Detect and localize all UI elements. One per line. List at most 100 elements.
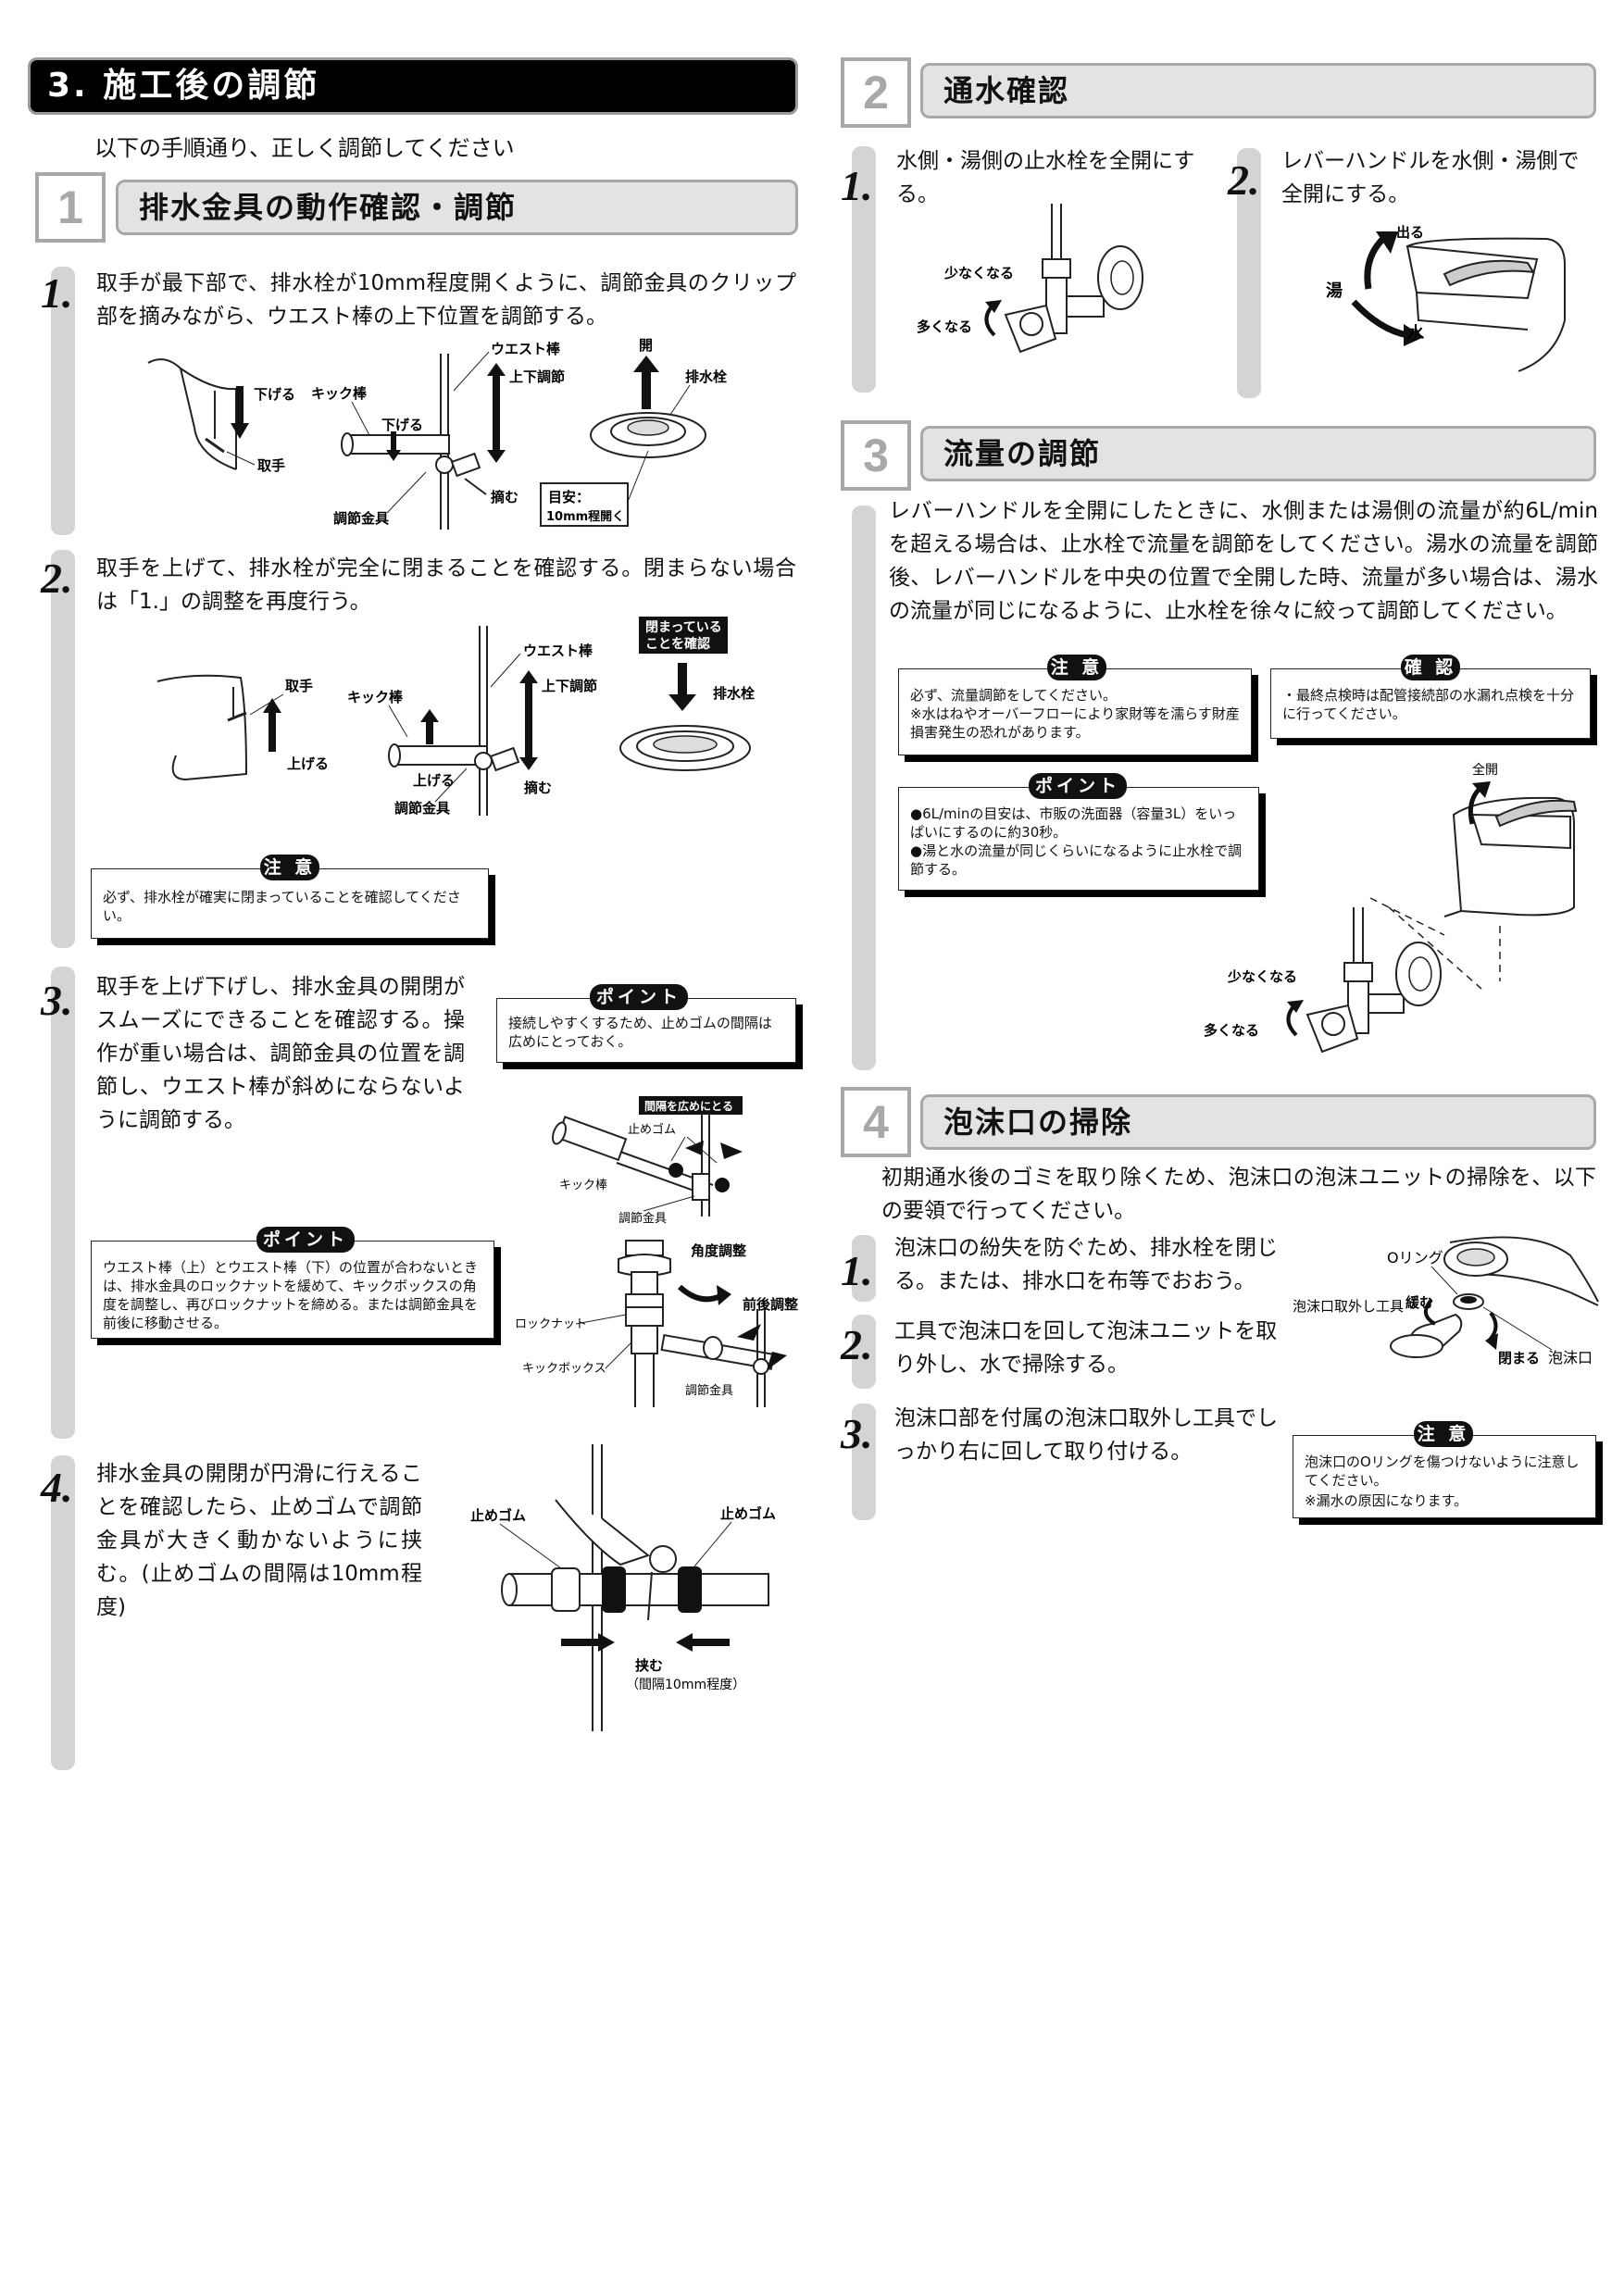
label-tighten: 閉まる: [1498, 1350, 1540, 1366]
caution-text: 必ず、排水栓が確実に閉まっていることを確認してください。: [103, 889, 461, 924]
caution-text: 泡沫口のOリングを傷つけないように注意してください。: [1305, 1454, 1580, 1489]
point-box: ポイント ●6L/minの目安は、市販の洗面器（容量3L）をいっぱいにするのに約…: [898, 773, 1259, 891]
step-bar: [51, 967, 75, 1439]
lower-arrow-1: [236, 386, 244, 423]
kickbox-diagram: 角度調整 前後調整 ロックナット キックボックス 調節金具: [515, 1240, 798, 1407]
label-handle: 取手: [285, 678, 313, 694]
label-less: 少なくなる: [943, 265, 1014, 281]
section-2-number: 2: [841, 57, 911, 128]
label-updown: 上下調節: [509, 368, 565, 385]
point-item-1: ●6L/minの目安は、市販の洗面器（容量3L）をいっぱいにするのに約30秒。: [910, 805, 1237, 841]
page-title: 3. 施工後の調節: [28, 57, 798, 115]
step-bar: [852, 1315, 876, 1389]
label-adjuster: 調節金具: [394, 800, 450, 817]
label-adjuster-2: 調節金具: [685, 1383, 733, 1398]
section-3-number: 3: [841, 420, 911, 491]
step-bar: [51, 1455, 75, 1770]
stop-valve-diagram: 少なくなる 多くなる: [917, 204, 1143, 354]
drain-adjust-diagram-2: 取手 上げる ウエスト棒 上下調節 キック棒 上げる 摘む 調節金具 閉まってい…: [156, 617, 755, 817]
drain-adjust-diagram-1: 下げる 取手 ウエスト棒 上下調節 キック棒 下げる 摘む 調節金具 開 排水栓…: [147, 337, 727, 530]
step-number: 3.: [41, 977, 73, 1024]
confirm-box: 確 認 ・最終点検時は配管接続部の水漏れ点検を十分に行ってください。: [1270, 655, 1591, 739]
lever-handle-diagram: 出る 湯 水: [1326, 224, 1566, 372]
caution-line-2: ※水はねやオーバーフローにより家財等を濡らす財産損害発生の恐れがあります。: [910, 705, 1240, 741]
step-1-1-text: 取手が最下部で、排水栓が10mm程度開くように、調節金具のクリップ部を摘みながら…: [96, 271, 796, 329]
caution-box: 注 意 必ず、排水栓が確実に閉まっていることを確認してください。: [91, 855, 489, 939]
caution-box: 注 意 必ず、流量調節をしてください。 ※水はねやオーバーフローにより家財等を濡…: [898, 655, 1252, 755]
label-raise: 上げる: [287, 755, 329, 772]
label-full-open: 全開: [1472, 762, 1498, 778]
step-number: 1.: [41, 269, 73, 317]
point-text: 接続しやすくするため、止めゴムの間隔は広めにとっておく。: [508, 1015, 772, 1050]
label-guide: 目安：: [548, 489, 590, 505]
stopper-diagram: 間隔を広めにとる 止めゴム キック棒 調節金具: [552, 1096, 743, 1226]
caution-line-1: 必ず、流量調節をしてください。: [910, 687, 1118, 704]
step-4-3-text: 泡沫口部を付属の泡沫口取外し工具でしっかり右に回して取り付ける。: [894, 1406, 1278, 1464]
step-1-4-text: 排水金具の開閉が円滑に行えることを確認したら、止めゴムで調節金具が大きく動かない…: [96, 1462, 422, 1619]
section-3-title: 流量の調節: [920, 426, 1596, 481]
step-bar: [51, 267, 75, 535]
label-clamp: 挟む: [635, 1657, 663, 1674]
step-bar: [1237, 148, 1261, 398]
stopper-clamp-diagram: 止めゴム 止めゴム 挟む （間隔10mm程度）: [470, 1444, 776, 1731]
step-2-2-text: レバーハンドルを水側・湯側で全開にする。: [1281, 149, 1580, 206]
confirm-label: 確 認: [1401, 655, 1460, 680]
label-kick-rod: キック棒: [311, 385, 368, 402]
label-more: 多くなる: [1204, 1022, 1259, 1039]
step-1-2-text: 取手を上げて、排水栓が完全に閉まることを確認する。閉まらない場合は「1.」の調整…: [96, 556, 796, 614]
label-gap: （間隔10mm程度）: [626, 1678, 745, 1692]
caution-label: 注 意: [1414, 1421, 1473, 1447]
label-updown: 上下調節: [542, 678, 597, 694]
section-4-number: 4: [841, 1087, 911, 1157]
step-number: 1.: [841, 162, 873, 209]
step-bar: [51, 550, 75, 948]
label-hot: 湯: [1326, 281, 1343, 301]
section-1-title: 排水金具の動作確認・調節: [116, 180, 798, 235]
step-number: 3.: [841, 1410, 873, 1457]
step-bar: [852, 1404, 876, 1520]
label-frontback: 前後調整: [743, 1296, 798, 1313]
aerator-diagram: Oリング 泡沫口取外し工具 緩む 閉まる 泡沫口: [1293, 1236, 1599, 1366]
label-tool: 泡沫口取外し工具: [1293, 1298, 1404, 1315]
label-more: 多くなる: [917, 318, 972, 335]
point-box: ポイント ウエスト棒（上）とウエスト棒（下）の位置が合わないときは、排水金具のロ…: [91, 1227, 494, 1339]
label-lower-2: 下げる: [381, 417, 423, 433]
caution-label: 注 意: [1047, 655, 1106, 680]
step-4-2-text: 工具で泡沫口を回して泡沫ユニットを取り外し、水で掃除する。: [894, 1319, 1278, 1377]
step-bar: [852, 1235, 876, 1302]
label-stopper-left: 止めゴム: [470, 1507, 526, 1524]
label-kickbox: キックボックス: [522, 1362, 606, 1376]
label-closed: 閉まっている: [645, 620, 722, 635]
confirm-text: ・最終点検時は配管接続部の水漏れ点検を十分に行ってください。: [1282, 687, 1575, 722]
step-4-1-text: 泡沫口の紛失を防ぐため、排水栓を閉じる。または、排水口を布等でおおう。: [894, 1236, 1278, 1293]
step-number: 2.: [1228, 156, 1260, 204]
section-2-title: 通水確認: [920, 63, 1596, 119]
label-cold: 水: [1407, 323, 1425, 343]
step-number: 1.: [841, 1247, 873, 1294]
flow-adjust-diagram: 全開 少なくなる 多くなる: [1204, 762, 1578, 1054]
label-guide-2: 10mm程開く: [546, 510, 624, 524]
label-stopper: 止めゴム: [628, 1122, 676, 1137]
label-stopper-right: 止めゴム: [720, 1505, 776, 1522]
label-handle: 取手: [257, 457, 285, 474]
label-waist-rod: ウエスト棒: [491, 341, 561, 357]
step-2-1-text: 水側・湯側の止水栓を全開にする。: [896, 149, 1195, 206]
label-pinch: 摘む: [491, 489, 518, 505]
label-drain-plug: 排水栓: [685, 368, 727, 385]
label-adjuster: 調節金具: [333, 510, 389, 527]
label-raise-2: 上げる: [413, 772, 455, 789]
point-item-2: ●湯と水の流量が同じくらいになるように止水栓で調節する。: [910, 842, 1243, 878]
label-wide: 間隔を広めにとる: [644, 1099, 733, 1113]
step-bar: [852, 146, 876, 393]
section-4-title: 泡沫口の掃除: [920, 1094, 1596, 1150]
point-label: ポイント: [1029, 773, 1127, 799]
label-kick-rod: キック棒: [347, 689, 404, 705]
label-less: 少なくなる: [1227, 968, 1297, 985]
caution-note: ※漏水の原因になります。: [1305, 1492, 1468, 1509]
step-1-3-text: 取手を上げ下げし、排水金具の開閉がスムーズにできることを確認する。操作が重い場合…: [96, 975, 465, 1132]
label-aerator: 泡沫口: [1548, 1349, 1593, 1366]
section-3-text: レバーハンドルを全開にしたときに、水側または湯側の流量が約6L/minを超える場…: [889, 499, 1598, 623]
section-4-intro: 初期通水後のゴミを取り除くため、泡沫口の泡沫ユニットの掃除を、以下の要領で行って…: [881, 1166, 1596, 1223]
point-text: ウエスト棒（上）とウエスト棒（下）の位置が合わないときは、排水金具のロックナット…: [103, 1259, 479, 1331]
point-box: ポイント 接続しやすくするため、止めゴムの間隔は広めにとっておく。: [496, 984, 796, 1063]
